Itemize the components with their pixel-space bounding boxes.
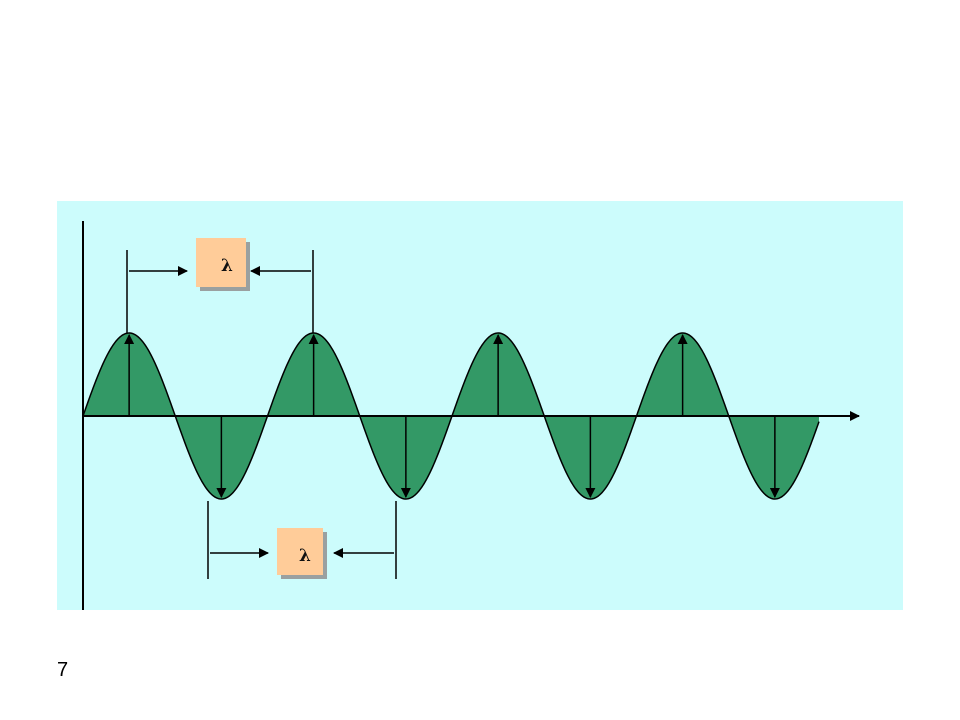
wave-curve [82, 332, 820, 500]
wave-diagram: λ λ [57, 201, 903, 610]
bottom-wavelength-marker: λ [207, 501, 397, 579]
wave-diagram-panel: λ λ [57, 201, 903, 610]
amplitude-arrows [124, 334, 780, 498]
top-label-box [196, 238, 246, 287]
top-wavelength-marker: λ [126, 238, 314, 333]
slide-number: 7 [57, 659, 69, 681]
bottom-label-box [277, 528, 323, 575]
top-wavelength-label: λ [221, 256, 233, 276]
bottom-wavelength-label: λ [299, 546, 311, 566]
